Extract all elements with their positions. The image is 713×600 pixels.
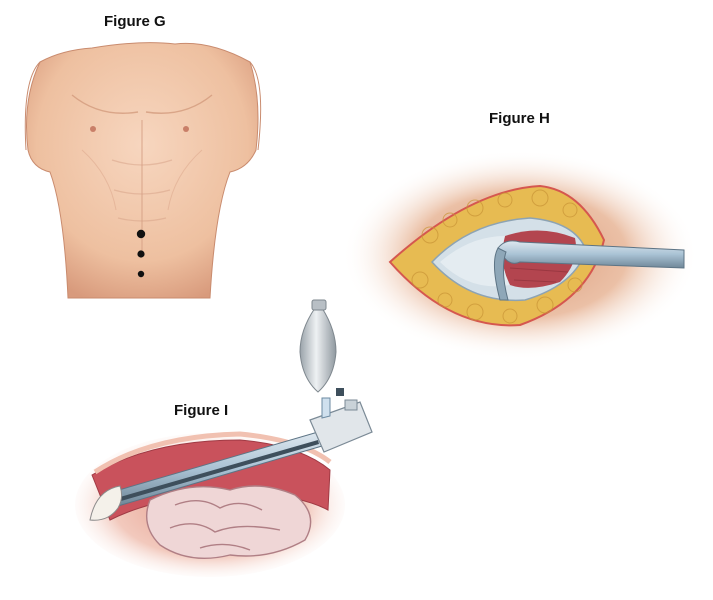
bowel bbox=[146, 485, 312, 560]
figure-i-label: Figure I bbox=[174, 402, 229, 419]
port-site-dot bbox=[136, 229, 146, 239]
figure-h-incision bbox=[342, 150, 698, 360]
figure-i-trocar bbox=[75, 299, 373, 577]
figure-h-label: Figure H bbox=[489, 110, 550, 127]
nipple-right bbox=[183, 126, 189, 132]
port-site-dot bbox=[137, 270, 145, 278]
trocar-tip bbox=[89, 485, 123, 521]
figure-g-label: Figure G bbox=[104, 13, 166, 30]
nipple-left bbox=[90, 126, 96, 132]
insufflation-bulb bbox=[299, 307, 337, 393]
figure-g-torso bbox=[24, 42, 262, 299]
retractor bbox=[497, 240, 685, 269]
port-site-dot bbox=[137, 250, 145, 258]
